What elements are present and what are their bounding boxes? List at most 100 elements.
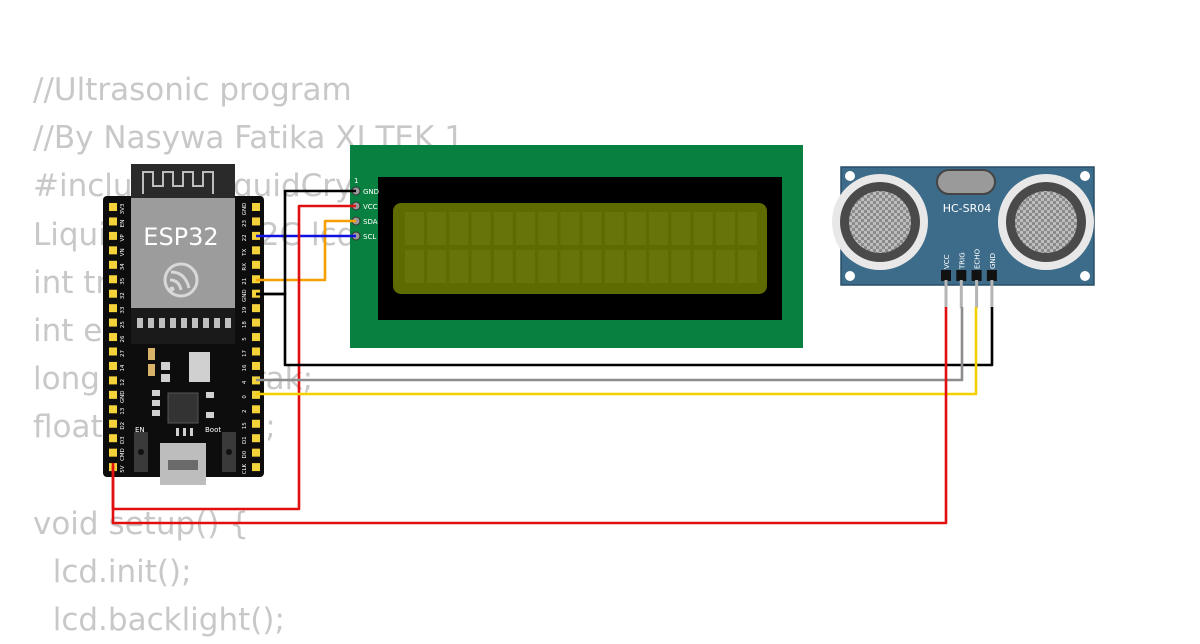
sensor-label: HC-SR04 [943, 202, 992, 215]
esp32-pin[interactable] [109, 347, 117, 356]
esp32-pin[interactable] [252, 304, 260, 313]
lcd-cell [582, 250, 602, 283]
esp32-pin-label: D0 [242, 450, 248, 458]
esp32-pin[interactable] [252, 217, 260, 226]
en-button-cap [138, 449, 144, 455]
crystal-oscillator [936, 169, 996, 195]
esp32-pin[interactable] [252, 260, 260, 269]
esp32-pin-label: VN [120, 248, 126, 256]
esp32-pin[interactable] [252, 347, 260, 356]
lcd-character-grid [405, 212, 757, 283]
esp32-pin[interactable] [109, 361, 117, 370]
wire-sensor-vcc[interactable] [111, 307, 948, 525]
sensor-pin-header [956, 270, 967, 281]
esp32-pin[interactable] [109, 203, 117, 211]
code-line: lcd.init(); [33, 553, 192, 590]
esp32-pin-label: 15 [242, 422, 248, 429]
esp32-pin-label: VP [120, 234, 126, 242]
esp32-pin[interactable] [109, 390, 117, 399]
esp32-pin-label: 25 [120, 321, 126, 328]
wire-sensor-echo[interactable] [256, 307, 978, 396]
sensor-pin[interactable] [990, 280, 994, 308]
esp32-pin[interactable] [252, 333, 260, 342]
lcd-cell [427, 250, 447, 283]
esp32-pin-label: 22 [242, 234, 248, 241]
esp32-pin[interactable] [252, 405, 260, 414]
esp32-pin-label: 3V3 [120, 203, 126, 214]
esp32-pin[interactable] [109, 419, 117, 428]
esp32-pin[interactable] [109, 333, 117, 342]
boot-button-label: Boot [205, 426, 221, 434]
lcd-cell [627, 212, 646, 245]
esp32-pin[interactable] [109, 246, 117, 255]
esp32-module [131, 198, 235, 308]
esp32-pin-label: EN [120, 220, 126, 228]
sensor-pin[interactable] [959, 280, 963, 308]
usb-uart-chip [167, 392, 199, 424]
esp32-pin[interactable] [252, 448, 260, 457]
wire-lcd-sda[interactable] [256, 219, 356, 282]
sensor-pin[interactable] [975, 280, 979, 308]
lcd-cell [582, 212, 602, 245]
esp32-pin[interactable] [252, 463, 260, 472]
sensor-pin-label: ECHO [974, 248, 982, 269]
esp32-pin[interactable] [109, 217, 117, 226]
esp32-pin-label: 26 [120, 335, 126, 342]
esp32-pin[interactable] [109, 376, 117, 385]
sensor-pin-header [986, 270, 997, 281]
wire-sensor-trig[interactable] [256, 307, 964, 382]
esp32-pin-label: 34 [120, 263, 126, 270]
esp32-pin[interactable] [109, 318, 117, 327]
usb-port-slot [168, 460, 198, 470]
sensor-pin[interactable] [944, 280, 948, 308]
esp32-pin[interactable] [109, 434, 117, 443]
lcd-cell [671, 212, 691, 245]
esp32-pin-label: D1 [242, 436, 248, 444]
lcd-cell [516, 250, 535, 283]
castellation-pad [203, 318, 209, 328]
esp32-pin[interactable] [252, 203, 260, 211]
esp32-pin-label: 14 [120, 364, 126, 371]
smd-components [148, 348, 214, 436]
castellation-pad [181, 318, 187, 328]
esp32-pin[interactable] [109, 304, 117, 313]
esp32-pin[interactable] [252, 246, 260, 255]
esp32-pin-label: 21 [242, 278, 248, 285]
esp32-pin[interactable] [109, 448, 117, 457]
esp32-pin[interactable] [252, 318, 260, 327]
esp32-pin-label: 17 [242, 350, 248, 357]
sensor-pin-header [941, 270, 951, 281]
lcd-cell [671, 250, 691, 283]
esp32-pin-label: GND [242, 289, 248, 302]
esp32-pin[interactable] [109, 405, 117, 414]
wire-sensor-gnd[interactable] [256, 292, 994, 367]
castellation-pad [225, 318, 231, 328]
sensor-pin-label: VCC [943, 254, 951, 269]
esp32-pin[interactable] [252, 361, 260, 370]
esp32-pin[interactable] [252, 434, 260, 443]
wires [111, 189, 994, 525]
esp32-pin-label: D2 [120, 422, 126, 430]
esp32-pin[interactable] [252, 419, 260, 428]
lcd-cell [649, 212, 669, 245]
antenna-trace-icon [142, 171, 214, 194]
esp32-board[interactable]: ESP32 EN Boot [103, 164, 264, 485]
esp32-pin-label: 33 [120, 306, 126, 313]
esp32-pin[interactable] [109, 289, 117, 298]
lcd-cell [715, 212, 735, 245]
esp32-pin[interactable] [109, 260, 117, 269]
lcd-pin-number: 1 [354, 177, 358, 185]
esp32-pin[interactable] [109, 231, 117, 240]
code-line: //Ultrasonic program [33, 72, 352, 108]
esp32-pin-label: CLK [242, 463, 248, 474]
voltage-regulator [189, 352, 210, 382]
lcd-cell [604, 212, 624, 245]
esp32-pin-label: TX [242, 249, 248, 257]
lcd-cell [493, 212, 513, 245]
esp32-pin[interactable] [109, 275, 117, 284]
esp32-pin-label: 18 [242, 321, 248, 328]
lcd-cell [738, 212, 757, 245]
